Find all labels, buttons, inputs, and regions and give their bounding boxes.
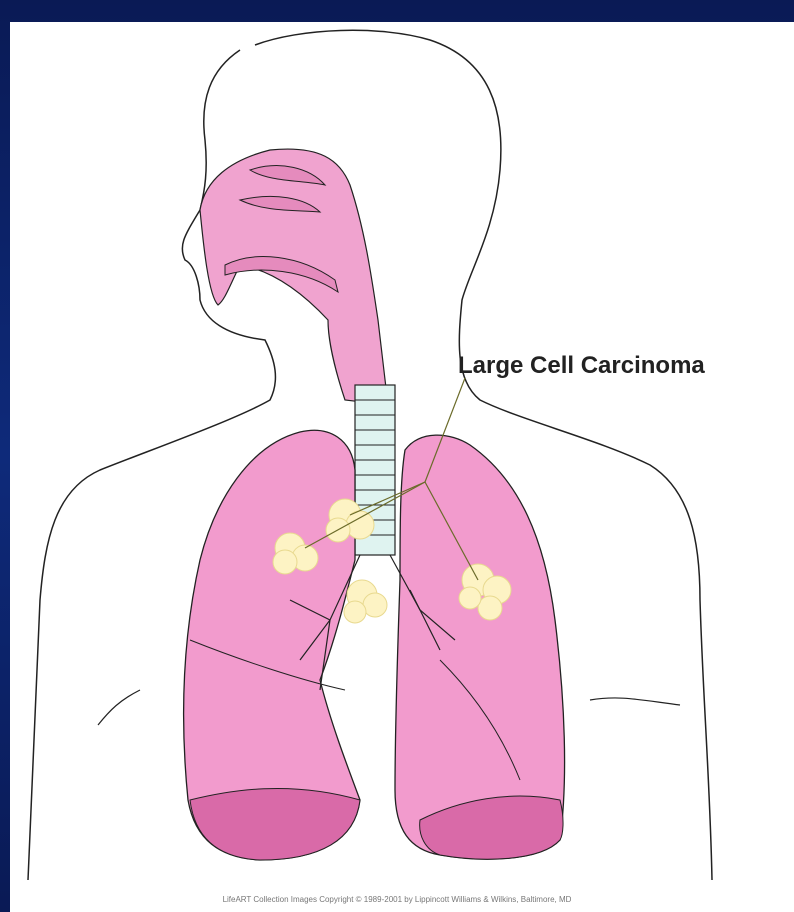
tumor-hilar [344,580,387,623]
left-lung-lower-lobe [190,788,360,860]
left-arm-outline [98,690,140,725]
right-arm-outline [590,698,680,705]
nasal-cavity [200,149,388,405]
right-lung [395,435,565,859]
copyright-text: LifeART Collection Images Copyright © 19… [0,895,794,904]
label-large-cell-carcinoma: Large Cell Carcinoma [458,352,705,380]
